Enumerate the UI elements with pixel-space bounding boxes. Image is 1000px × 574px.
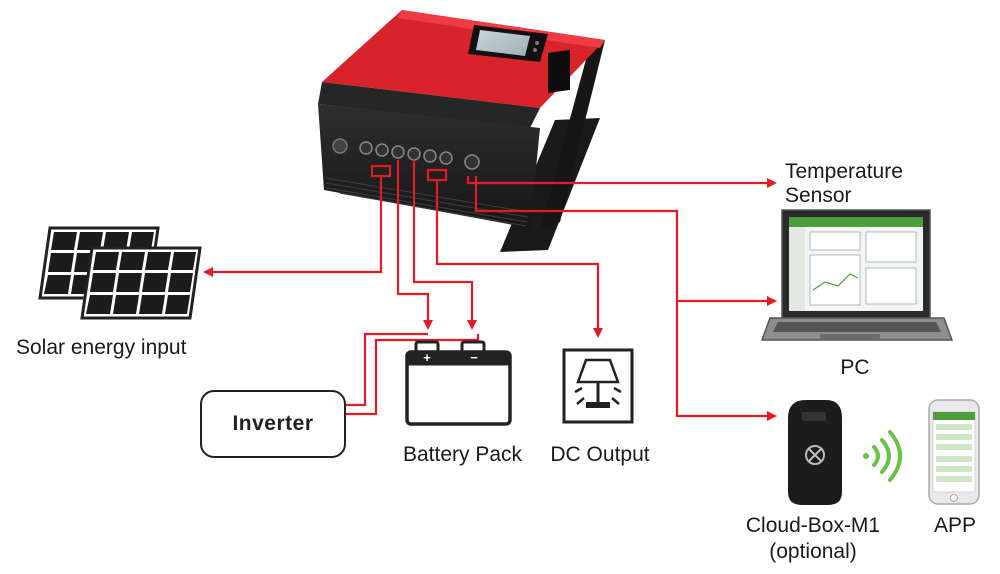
wire-to-temp-sensor <box>466 176 777 188</box>
battery-positive-label: + <box>423 350 431 365</box>
terminal-icon <box>332 138 348 154</box>
lcd-screen <box>476 30 530 56</box>
cloud-box-label-line2: (optional) <box>769 540 857 563</box>
button-icon <box>533 48 537 52</box>
dc-output-label: DC Output <box>550 443 650 466</box>
solar-panel-icon <box>38 226 202 320</box>
terminal-icon <box>375 143 389 157</box>
battery-icon <box>405 340 512 426</box>
solar-charge-controller <box>318 10 605 252</box>
smartphone-app-icon <box>928 399 980 505</box>
button-icon <box>535 41 539 45</box>
wire-to-dc-output <box>435 180 603 338</box>
terminal-icon <box>391 145 405 159</box>
cloud-box-device-icon <box>788 400 842 505</box>
pc-label: PC <box>840 356 870 379</box>
temperature-sensor-label-line2: Sensor <box>785 184 852 207</box>
dc-output-lamp-icon <box>562 348 634 424</box>
inverter-box: Inverter <box>200 390 346 458</box>
terminal-icon <box>439 151 453 165</box>
cloud-box-label-line1: Cloud-Box-M1 <box>745 514 881 537</box>
terminal-icon <box>464 154 480 170</box>
wire-to-pc <box>474 176 777 306</box>
laptop-pc-icon <box>760 209 954 341</box>
terminal-icon <box>407 147 421 161</box>
wire-inverter-pos <box>346 332 428 407</box>
wire-inverter-neg <box>346 334 480 416</box>
wire-battery-positive <box>396 160 433 330</box>
terminal-row <box>332 138 480 170</box>
wire-to-cloud-box <box>675 301 777 421</box>
battery-pack-label: Battery Pack <box>402 443 523 466</box>
wiring <box>203 160 777 421</box>
temperature-sensor-label-line1: Temperature <box>785 160 903 183</box>
wire-battery-negative <box>412 160 477 330</box>
top-black-band <box>318 82 540 128</box>
inverter-label: Inverter <box>232 412 314 435</box>
terminal-icon <box>359 141 373 155</box>
front-face <box>318 104 540 228</box>
terminal-icon <box>423 149 437 163</box>
wifi-signal-icon <box>863 430 902 482</box>
wire-to-solar <box>203 176 383 277</box>
battery-negative-label: − <box>470 350 478 365</box>
side-vent <box>548 49 570 93</box>
app-label: APP <box>933 514 977 537</box>
solar-input-label: Solar energy input <box>16 336 187 359</box>
